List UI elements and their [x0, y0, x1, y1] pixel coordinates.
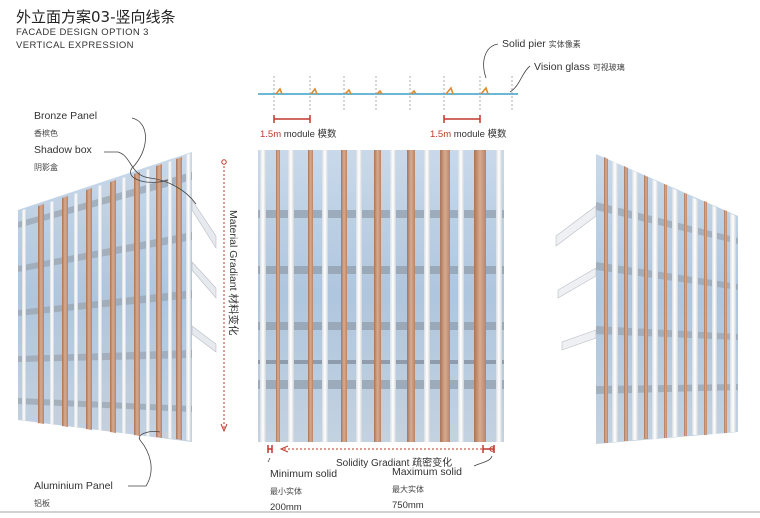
max-solid-size: 750mm — [392, 500, 424, 511]
aluminium-panel-cn: 铝板 — [34, 499, 50, 508]
aluminium-panel-label: Aluminium Panel — [34, 480, 113, 492]
page-title: 外立面方案03-竖向线条 — [16, 8, 176, 26]
material-gradient-label: Material Gradiant 材料变化 — [227, 210, 239, 336]
shadow-box-label: Shadow box — [34, 144, 92, 156]
min-solid-label: Minimum solid — [270, 468, 338, 480]
vision-glass-label: Vision glass 可视玻璃 — [534, 61, 625, 73]
solidity-gradient-arrow — [267, 445, 495, 453]
bronze-panel-label: Bronze Panel — [34, 110, 98, 122]
min-solid-size: 200mm — [270, 502, 302, 513]
shadow-box-cn: 阴影盒 — [34, 163, 58, 172]
center-elevation-view — [258, 150, 504, 442]
leader-lines — [104, 43, 531, 487]
material-gradient-arrow — [220, 159, 228, 433]
subtitle-line-2: VERTICAL EXPRESSION — [16, 40, 134, 51]
subtitle-line-1: FACADE DESIGN OPTION 3 — [16, 27, 149, 38]
module-label-left: 1.5m module 模数 — [260, 129, 337, 140]
min-solid-cn: 最小实体 — [270, 487, 302, 496]
module-label-right: 1.5m module 模数 — [430, 129, 507, 140]
plan-strip — [258, 76, 518, 123]
solidity-gradient-label: Solidity Gradiant 疏密变化 — [336, 458, 453, 469]
solid-pier-label: Solid pier 实体像素 — [502, 38, 581, 50]
max-solid-cn: 最大实体 — [392, 485, 424, 494]
right-facade-view — [555, 154, 738, 444]
bronze-panel-cn: 香槟色 — [34, 129, 58, 138]
max-solid-label: Maximum solid — [392, 466, 463, 478]
left-facade-view — [18, 152, 217, 442]
